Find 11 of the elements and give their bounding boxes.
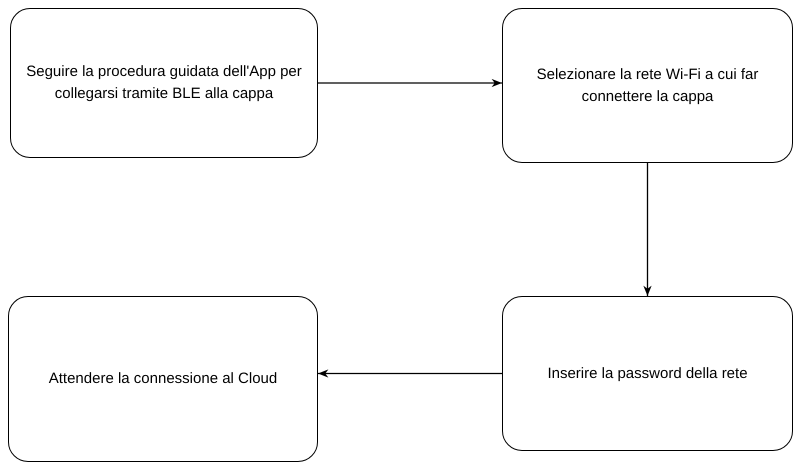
- arrow: [643, 163, 652, 296]
- box-text: Selezionare la rete Wi-Fi a cui far connettere la cappa: [536, 64, 760, 106]
- process-box: [8, 296, 318, 462]
- process-box: [502, 8, 793, 163]
- arrow: [318, 369, 502, 378]
- box-text: Seguire la procedura guidata dell'App per collegarsi tramite BLE alla cappa: [25, 62, 303, 104]
- arrow: [318, 78, 502, 88]
- box-text: Inserire la password della rete: [547, 364, 748, 384]
- process-box: [10, 8, 318, 158]
- box-text: Attendere la connessione al Cloud: [48, 369, 278, 389]
- process-box: [502, 296, 793, 451]
